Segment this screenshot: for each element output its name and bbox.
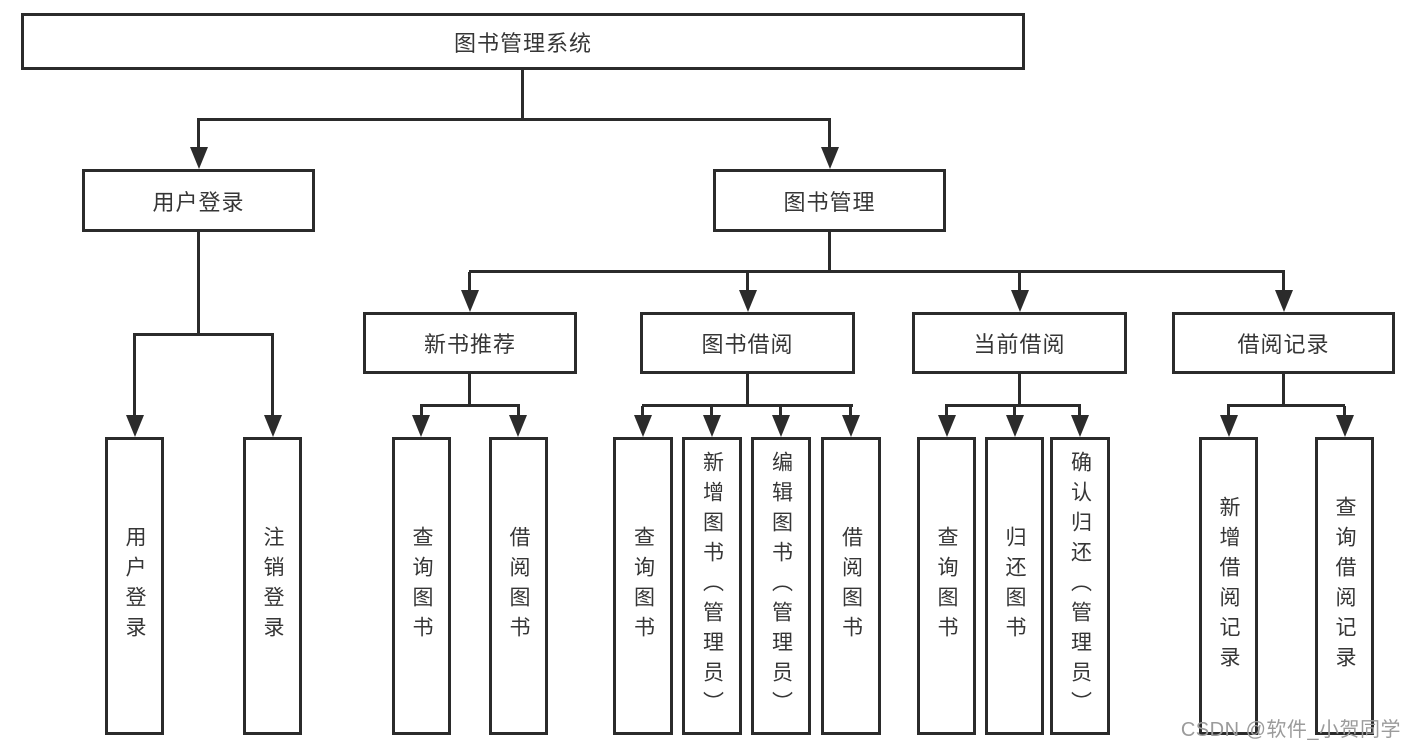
connector-drop-br-query	[1343, 406, 1346, 420]
connector-root-stem	[521, 70, 524, 120]
csdn-watermark: CSDN @软件_小贺同学	[1180, 719, 1401, 741]
connector-drop-login	[133, 335, 136, 420]
arrow-down-icon	[190, 147, 208, 169]
arrow-down-icon	[739, 290, 757, 312]
connector-borrow-records-stem	[1282, 374, 1285, 406]
node-book-borrow-label: 图书借阅	[701, 332, 794, 357]
node-new-book-recommend: 新书推荐	[363, 312, 577, 374]
connector-drop-bb-borrow	[849, 406, 852, 420]
arrow-down-icon	[842, 415, 860, 437]
node-bb-add-books-label: 新增图书（管理员）	[700, 451, 724, 721]
node-user-login: 用户登录	[82, 169, 315, 232]
arrow-down-icon	[703, 415, 721, 437]
connector-book-borrow-stem	[746, 374, 749, 406]
node-bb-add-books: 新增图书（管理员）	[682, 437, 742, 735]
node-borrow-records: 借阅记录	[1172, 312, 1395, 374]
node-cb-confirm-return-label: 确认归还（管理员）	[1068, 451, 1092, 721]
node-nb-query-books-label: 查询图书	[410, 526, 433, 646]
node-root: 图书管理系统	[21, 13, 1025, 70]
arrow-down-icon	[126, 415, 144, 437]
node-book-borrow: 图书借阅	[640, 312, 855, 374]
connector-drop-bb-edit	[779, 406, 782, 420]
node-cb-return-books-label: 归还图书	[1003, 526, 1026, 646]
node-current-borrow: 当前借阅	[912, 312, 1127, 374]
node-nb-borrow-books-label: 借阅图书	[507, 526, 530, 646]
connector-current-borrow-stem	[1018, 374, 1021, 406]
node-br-query-record-label: 查询借阅记录	[1333, 496, 1356, 676]
arrow-down-icon	[1275, 290, 1293, 312]
node-book-management-label: 图书管理	[783, 189, 876, 215]
node-cb-confirm-return: 确认归还（管理员）	[1050, 437, 1110, 735]
node-bb-query-books-label: 查询图书	[631, 526, 655, 646]
connector-drop-cb-query	[945, 406, 948, 420]
node-logout-label: 注销登录	[261, 526, 284, 646]
node-cb-query-books: 查询图书	[917, 437, 976, 735]
node-bb-borrow-books-label: 借阅图书	[839, 526, 863, 646]
arrow-down-icon	[1006, 415, 1024, 437]
connector-user-login-stem	[197, 232, 200, 335]
arrow-down-icon	[1336, 415, 1354, 437]
arrow-down-icon	[1011, 290, 1029, 312]
node-nb-query-books: 查询图书	[392, 437, 451, 735]
connector-l3-split	[469, 270, 1285, 273]
connector-drop-cb-return	[1013, 406, 1016, 420]
connector-drop-new-book	[468, 272, 471, 294]
connector-drop-nb-borrow	[517, 406, 520, 420]
node-user-login-label: 用户登录	[152, 189, 245, 215]
connector-drop-br-add	[1227, 406, 1230, 420]
node-login: 用户登录	[105, 437, 164, 735]
connector-drop-borrow-records	[1282, 272, 1285, 294]
node-bb-edit-books-label: 编辑图书（管理员）	[769, 451, 793, 721]
node-br-query-record: 查询借阅记录	[1315, 437, 1374, 735]
connector-drop-bb-add	[710, 406, 713, 420]
connector-drop-cb-confirm	[1078, 406, 1081, 420]
arrow-down-icon	[1071, 415, 1089, 437]
arrow-down-icon	[264, 415, 282, 437]
node-current-borrow-label: 当前借阅	[973, 332, 1066, 357]
arrow-down-icon	[1220, 415, 1238, 437]
node-cb-query-books-label: 查询图书	[935, 526, 958, 646]
node-root-label: 图书管理系统	[453, 30, 592, 56]
node-br-add-record-label: 新增借阅记录	[1217, 496, 1240, 676]
node-logout: 注销登录	[243, 437, 302, 735]
connector-drop-logout	[271, 335, 274, 420]
node-bb-borrow-books: 借阅图书	[821, 437, 881, 735]
node-bb-edit-books: 编辑图书（管理员）	[751, 437, 811, 735]
connector-current-borrow-split	[945, 404, 1081, 407]
connector-drop-book-borrow	[746, 272, 749, 294]
connector-drop-bb-query	[641, 406, 644, 420]
arrow-down-icon	[938, 415, 956, 437]
arrow-down-icon	[634, 415, 652, 437]
node-new-book-recommend-label: 新书推荐	[423, 332, 516, 357]
connector-new-book-split	[420, 404, 520, 407]
node-bb-query-books: 查询图书	[613, 437, 673, 735]
connector-user-login-split	[133, 333, 274, 336]
connector-drop-current-borrow	[1018, 272, 1021, 294]
connector-drop-user-login	[197, 120, 200, 150]
node-cb-return-books: 归还图书	[985, 437, 1044, 735]
node-login-label: 用户登录	[123, 526, 146, 646]
node-nb-borrow-books: 借阅图书	[489, 437, 548, 735]
connector-drop-book-management	[828, 120, 831, 150]
arrow-down-icon	[509, 415, 527, 437]
node-borrow-records-label: 借阅记录	[1237, 332, 1330, 357]
node-br-add-record: 新增借阅记录	[1199, 437, 1258, 735]
node-book-management: 图书管理	[713, 169, 946, 232]
arrow-down-icon	[772, 415, 790, 437]
connector-borrow-records-split	[1227, 404, 1345, 407]
arrow-down-icon	[821, 147, 839, 169]
connector-drop-nb-query	[420, 406, 423, 420]
connector-book-management-stem	[828, 232, 831, 272]
connector-new-book-stem	[468, 374, 471, 406]
connector-book-borrow-split	[642, 404, 853, 407]
arrow-down-icon	[461, 290, 479, 312]
arrow-down-icon	[412, 415, 430, 437]
connector-l2-split	[197, 118, 831, 121]
